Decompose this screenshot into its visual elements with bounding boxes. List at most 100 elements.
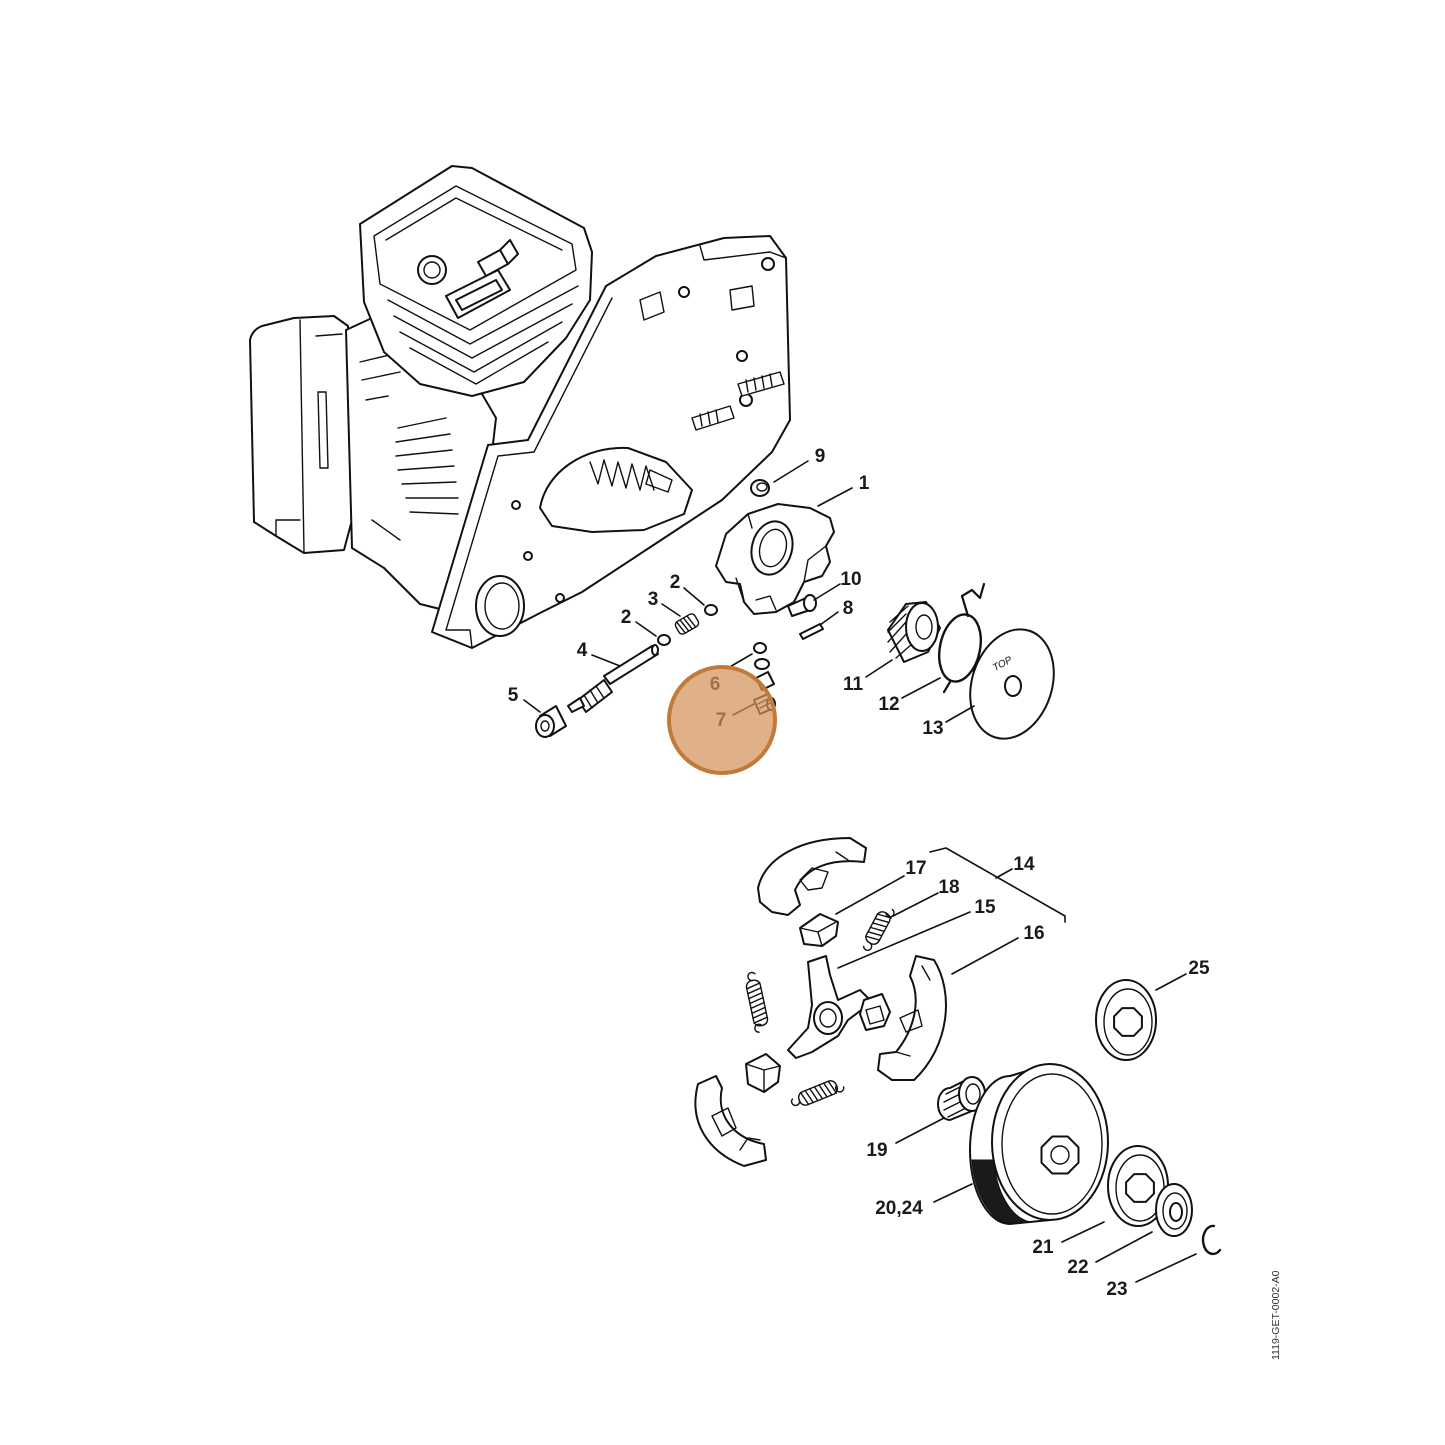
fan-housing-detail <box>275 319 343 553</box>
part-2-o-ring-upper <box>704 604 718 616</box>
bolt-holes <box>511 257 775 603</box>
spring-coil <box>745 979 769 1027</box>
callout-8[interactable]: 8 <box>843 598 854 619</box>
worm-gear-threads <box>887 605 913 659</box>
part-2-o-ring-lower <box>657 634 671 646</box>
leader-5 <box>523 699 541 713</box>
washer <box>753 642 767 654</box>
part-22-washer <box>1155 1183 1193 1237</box>
drum-hub-spline <box>1040 1135 1080 1175</box>
cylinder-fins <box>387 285 579 385</box>
callout-14[interactable]: 14 <box>1013 854 1035 875</box>
screw-head <box>803 594 817 612</box>
callout-13[interactable]: 13 <box>922 718 943 739</box>
bolt-hole <box>678 286 690 298</box>
clutch-clip-lower <box>745 1053 781 1093</box>
leader-19 <box>895 1117 945 1144</box>
callout-16[interactable]: 16 <box>1023 923 1044 944</box>
leader-20-24 <box>933 1183 973 1203</box>
part-23-e-clip <box>1201 1224 1222 1256</box>
part-8-pin <box>799 623 824 640</box>
callout-3[interactable]: 3 <box>648 589 659 610</box>
callout-4[interactable]: 4 <box>577 640 588 661</box>
clutch-shoe <box>757 837 867 916</box>
worm-gear-bore <box>915 614 933 640</box>
spring-windings <box>675 615 697 634</box>
leader-22 <box>1095 1231 1153 1263</box>
exhaust-port-flange <box>445 269 511 319</box>
callout-12[interactable]: 12 <box>878 694 899 715</box>
callout-9[interactable]: 9 <box>815 446 826 467</box>
washer-hole <box>1169 1202 1183 1222</box>
clip-plate <box>799 913 839 947</box>
leader-2-upper <box>683 587 705 606</box>
callout-2-lower[interactable]: 2 <box>621 607 632 628</box>
callout-10[interactable]: 10 <box>840 569 861 590</box>
leader-lines <box>523 460 1197 1283</box>
leader-12 <box>901 677 941 699</box>
callout-19[interactable]: 19 <box>866 1140 887 1161</box>
crankshaft-stub <box>589 459 673 493</box>
spring-windings <box>862 908 895 951</box>
carrier-hub <box>813 1001 843 1035</box>
flywheel-fins <box>359 351 459 541</box>
sprocket-spline <box>1113 1007 1143 1037</box>
bearing-needles <box>943 1083 967 1118</box>
bolt-hole <box>761 257 775 271</box>
part-13-washer: TOP <box>969 628 1055 740</box>
bolt-hole <box>555 593 565 603</box>
bar-mount-hole-inner <box>484 582 520 630</box>
callout-2-upper[interactable]: 2 <box>670 572 681 593</box>
part-5-bushing <box>535 705 567 738</box>
e-clip-arc <box>1201 1224 1222 1256</box>
part-11-worm-gear <box>887 601 941 663</box>
shaft-end <box>651 644 659 656</box>
callout-18[interactable]: 18 <box>938 877 959 898</box>
shaft-worm-threads <box>583 685 605 709</box>
callout-20-24[interactable]: 20,24 <box>875 1198 923 1219</box>
callout-22[interactable]: 22 <box>1067 1257 1088 1278</box>
clip-plate <box>745 1053 781 1093</box>
callout-21[interactable]: 21 <box>1032 1237 1054 1258</box>
drum-rim <box>1001 1073 1103 1215</box>
oil-pump-detail <box>735 513 827 611</box>
pin-body <box>799 623 824 640</box>
sprocket-rim <box>1103 988 1153 1056</box>
leader-17 <box>835 875 905 915</box>
clutch-clip-upper <box>799 913 839 947</box>
callout-25[interactable]: 25 <box>1188 958 1210 979</box>
drum-dark-band <box>971 1159 1031 1224</box>
leader-15 <box>837 911 971 969</box>
part-17-clutch-shoe-upper <box>757 837 867 916</box>
fan-housing <box>249 315 353 554</box>
leader-11 <box>865 659 893 678</box>
part-9-bushing <box>750 479 770 497</box>
part-15-clutch-carrier <box>787 955 873 1059</box>
leader-3 <box>661 603 681 617</box>
clip-fold <box>799 921 837 947</box>
bushing-face <box>535 714 555 738</box>
callout-17[interactable]: 17 <box>905 858 926 879</box>
callout-11[interactable]: 11 <box>843 674 864 695</box>
part-4-worm-shaft <box>567 644 659 713</box>
selected-part-highlight <box>667 665 777 775</box>
clutch-pad <box>859 993 891 1031</box>
leader-25 <box>1155 973 1187 991</box>
leader-2-lower <box>635 621 657 637</box>
clutch-spring-lower <box>790 1080 845 1107</box>
bracket-14 <box>929 847 1066 923</box>
part-10-screw <box>787 594 817 617</box>
spark-plug <box>477 239 519 277</box>
leader-6 <box>727 653 753 669</box>
clutch-shoe-detail <box>711 1107 761 1151</box>
leader-16 <box>951 937 1019 975</box>
bolt-hole <box>511 500 521 510</box>
group-bracket <box>929 847 1066 923</box>
callout-5[interactable]: 5 <box>508 685 519 706</box>
callout-23[interactable]: 23 <box>1106 1279 1127 1300</box>
stud-threads <box>699 373 773 427</box>
callout-1[interactable]: 1 <box>859 473 870 494</box>
callout-15[interactable]: 15 <box>974 897 996 918</box>
worm-gear-face <box>905 602 939 652</box>
shaft-tip <box>567 697 585 713</box>
